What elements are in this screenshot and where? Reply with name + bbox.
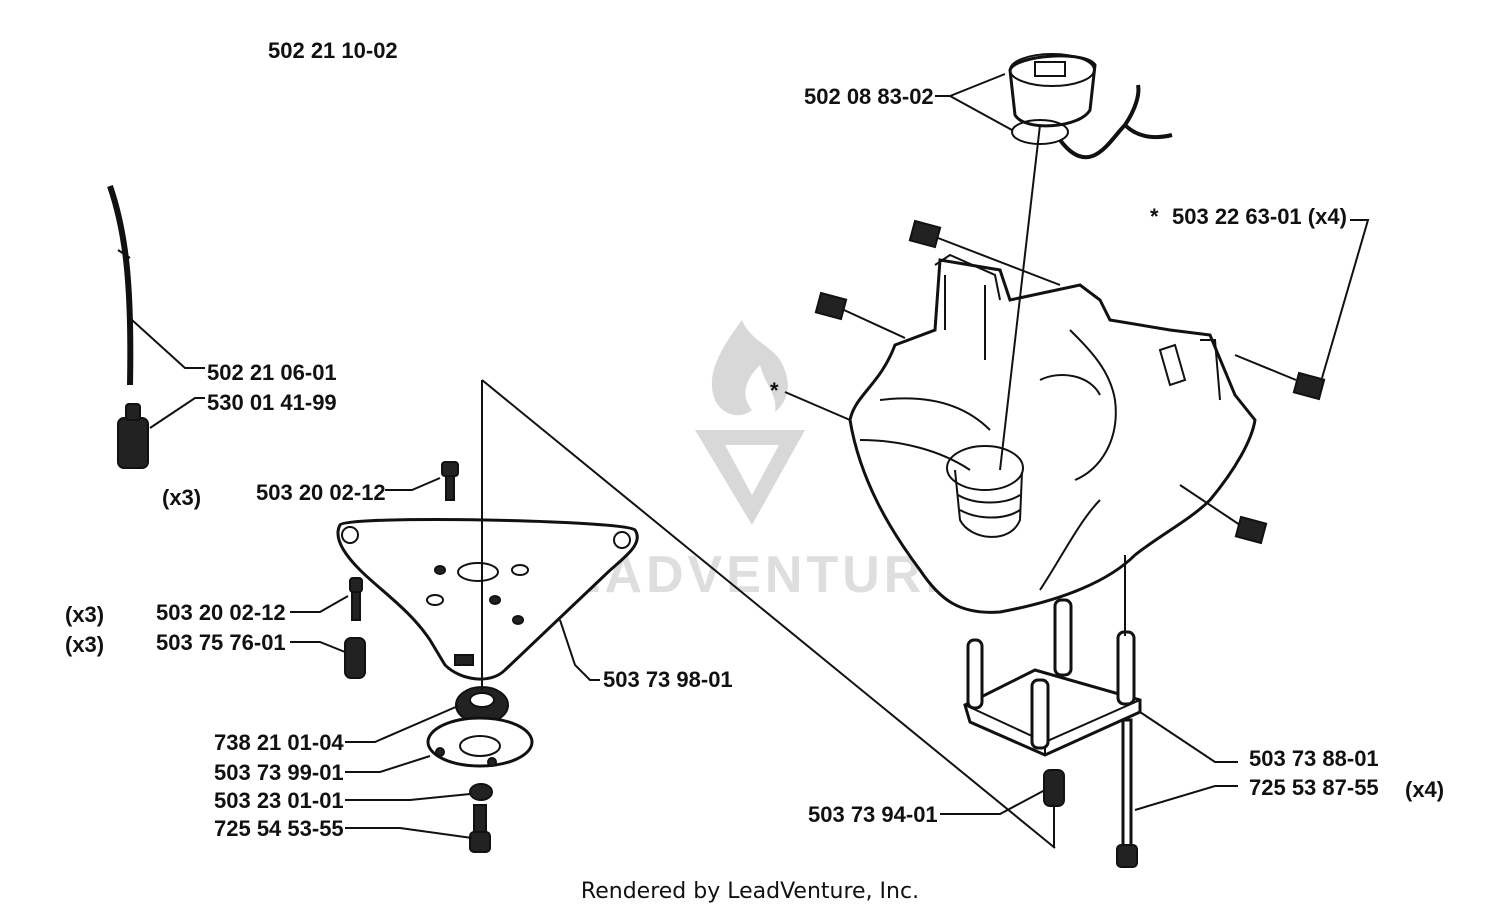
callout-503-23-01-01[interactable]: 503 23 01-01 xyxy=(214,788,344,813)
callout-503-73-94-01[interactable]: 503 73 94-01 xyxy=(808,802,938,827)
callout-503-22-63-01[interactable]: 503 22 63-01 (x4) xyxy=(1172,204,1347,229)
callout-738-21-01-04[interactable]: 738 21 01-04 xyxy=(214,730,344,755)
sleeve-part xyxy=(1043,769,1065,807)
callout-502-08-83-02[interactable]: 502 08 83-02 xyxy=(804,84,934,109)
assembly-number: 502 21 10-02 xyxy=(268,38,398,63)
screw-part-left xyxy=(349,577,363,621)
callout-503-20-02-12-left[interactable]: 503 20 02-12 xyxy=(156,600,286,625)
callout-star: * xyxy=(1150,204,1159,229)
nut-part-1 xyxy=(908,219,942,249)
callout-502-21-06-01[interactable]: 502 21 06-01 xyxy=(207,360,337,385)
bolt-part-bottom xyxy=(469,804,491,853)
callout-503-20-02-12-top[interactable]: 503 20 02-12 xyxy=(256,480,386,505)
quantity-x3-spacer: (x3) xyxy=(65,632,104,657)
v-logo-icon xyxy=(695,430,805,525)
nut-part-2 xyxy=(814,291,848,321)
base-plate-part xyxy=(963,598,1142,757)
fuel-cap-part xyxy=(1008,53,1173,160)
crankcase-star: * xyxy=(770,378,779,403)
callout-725-54-53-55[interactable]: 725 54 53-55 xyxy=(214,816,344,841)
nut-part-4 xyxy=(1234,515,1268,545)
long-bolt-part xyxy=(1116,718,1138,868)
spacer-part-left xyxy=(344,637,366,679)
screw-part-top xyxy=(441,461,459,501)
flame-icon xyxy=(711,320,788,416)
bracket-plate-part xyxy=(336,518,639,681)
callout-503-73-88-01[interactable]: 503 73 88-01 xyxy=(1249,746,1379,771)
callout-530-01-41-99[interactable]: 530 01 41-99 xyxy=(207,390,337,415)
footer-credit: Rendered by LeadVenture, Inc. xyxy=(581,879,919,904)
callout-503-73-99-01[interactable]: 503 73 99-01 xyxy=(214,760,344,785)
quantity-x3-filter: (x3) xyxy=(162,485,201,510)
washer-part xyxy=(469,783,493,801)
quantity-x4-bolt: (x4) xyxy=(1405,777,1444,802)
callout-503-73-98-01[interactable]: 503 73 98-01 xyxy=(603,667,733,692)
nut-part-3 xyxy=(1292,371,1326,401)
fuel-filter-part xyxy=(117,403,149,469)
crankcase-part xyxy=(848,253,1257,614)
fuel-line-part xyxy=(107,185,134,386)
callout-725-53-87-55[interactable]: 725 53 87-55 xyxy=(1249,775,1379,800)
flange-part xyxy=(426,716,534,768)
callout-503-75-76-01[interactable]: 503 75 76-01 xyxy=(156,630,286,655)
quantity-x3-screw: (x3) xyxy=(65,602,104,627)
